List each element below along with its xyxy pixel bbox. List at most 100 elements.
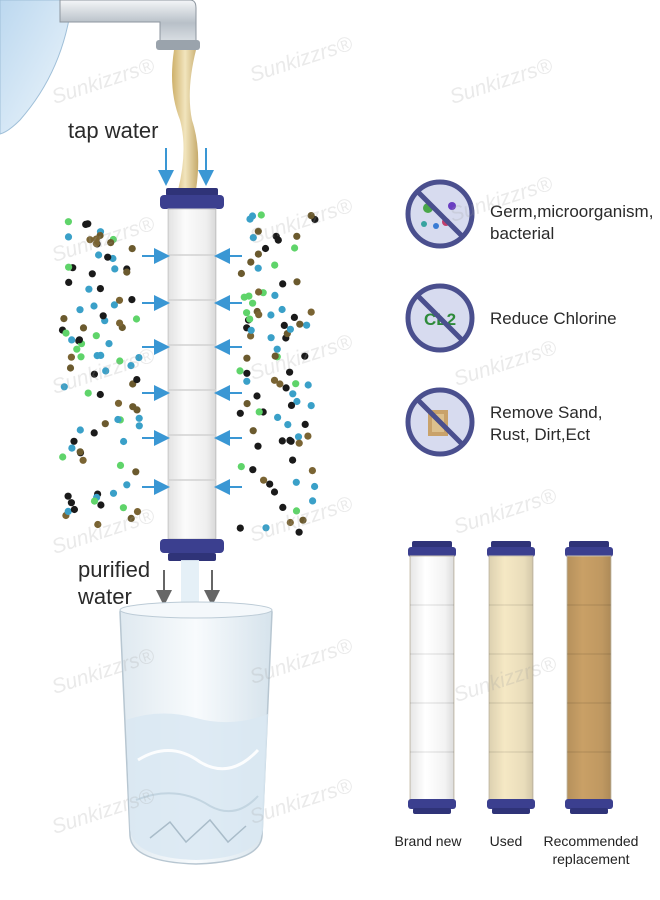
particle-dot: [267, 334, 275, 342]
particle-dot: [295, 528, 303, 536]
particle-dot: [276, 380, 284, 388]
particle-dot: [260, 476, 268, 484]
particle-dot: [67, 353, 75, 361]
particle-dot: [59, 453, 67, 461]
particle-dot: [266, 480, 274, 488]
particle-dot: [88, 270, 96, 278]
particle-dot: [249, 427, 257, 435]
particle-dot: [135, 354, 143, 362]
particle-dot: [278, 437, 286, 445]
particle-dot: [255, 408, 263, 416]
particle-dot: [247, 332, 255, 340]
particle-dot: [270, 488, 279, 496]
particle-dot: [84, 389, 92, 397]
particle-dot: [99, 312, 107, 320]
particle-dot: [73, 345, 81, 353]
particle-dot: [293, 278, 301, 286]
particle-dot: [303, 321, 311, 329]
stage-label-recommended-replacement: Recommended replacement: [536, 832, 646, 868]
particle-dot: [84, 220, 92, 228]
particle-dot: [90, 370, 98, 378]
particle-dot: [66, 364, 75, 372]
feature-germ-line2: bacterial: [490, 224, 555, 243]
drinking-glass: [119, 601, 273, 865]
purified-label-line2: water: [78, 584, 132, 609]
particle-dot: [64, 233, 73, 241]
particle-dot: [311, 482, 319, 491]
purified-water-label: purified water: [78, 556, 188, 610]
particle-dot: [243, 309, 251, 317]
particle-dot: [133, 508, 142, 516]
particle-dot: [65, 263, 73, 271]
particle-dot: [271, 261, 279, 269]
particle-dot: [292, 507, 301, 515]
particle-dot: [289, 390, 297, 398]
particle-dot: [92, 235, 100, 243]
particle-dot: [249, 234, 257, 242]
particle-dot: [254, 250, 262, 258]
particle-dot: [123, 268, 131, 276]
particle-dot: [94, 520, 102, 529]
particle-dot: [254, 264, 262, 272]
sand-rust-prohibit-icon: [405, 387, 475, 457]
stage-label-brand-new: Brand new: [386, 832, 470, 850]
faucet-illustration: [59, 0, 200, 50]
particle-dot: [286, 368, 294, 376]
particle-dot: [133, 406, 141, 414]
particle-dot: [236, 524, 244, 532]
particle-dot: [254, 227, 262, 235]
particle-dot: [294, 433, 303, 441]
particle-dot: [128, 245, 136, 253]
particle-dot: [127, 362, 135, 370]
particle-dot: [246, 315, 254, 323]
particle-dot: [67, 499, 75, 507]
tap-water-stream: [172, 50, 199, 190]
particle-dot: [85, 285, 93, 293]
particle-dot: [286, 436, 294, 444]
particle-dot: [64, 218, 72, 226]
particle-dot: [290, 313, 298, 321]
purified-label-line1: purified: [78, 557, 151, 582]
particle-dot: [292, 478, 300, 486]
particle-dot: [70, 505, 78, 514]
particle-dot: [101, 420, 109, 428]
particle-dot: [62, 329, 70, 337]
main-filter-cartridge: [160, 188, 224, 561]
particle-dot: [116, 357, 124, 365]
feature-sand-line2: Rust, Dirt,Ect: [490, 425, 591, 444]
particle-dot: [95, 251, 103, 259]
particle-dot: [92, 332, 100, 340]
inflow-arrows: [142, 248, 242, 495]
particle-dot: [135, 414, 143, 422]
particle-dot: [76, 426, 84, 434]
particle-dot: [90, 429, 98, 437]
particle-dot: [267, 311, 275, 319]
particle-dot: [135, 422, 143, 430]
particle-dot: [236, 409, 244, 417]
particle-dot: [132, 468, 140, 476]
particle-dot: [114, 415, 122, 424]
particle-dot: [254, 442, 262, 450]
particle-dot: [301, 352, 309, 360]
particle-dot: [120, 437, 128, 446]
particle-dot: [133, 376, 141, 384]
particle-dot: [64, 492, 72, 500]
particle-dot: [284, 421, 292, 429]
particle-dot: [102, 367, 110, 375]
particle-dot: [128, 296, 136, 304]
feature-chlorine-text: Reduce Chlorine: [490, 308, 658, 330]
particle-dot: [237, 269, 245, 278]
particle-dot: [243, 377, 251, 385]
particle-dot: [293, 397, 301, 406]
particle-dot: [279, 280, 287, 288]
particle-dot: [289, 456, 297, 464]
particle-dot: [309, 497, 317, 505]
particle-dot: [127, 514, 135, 523]
particle-dot: [247, 326, 255, 334]
particle-dot: [270, 376, 279, 384]
stage-filter-3: [565, 541, 613, 814]
stage-filter-2: [487, 541, 535, 814]
particle-dot: [132, 315, 141, 323]
particle-dot: [278, 305, 286, 314]
particle-dot: [107, 239, 115, 247]
